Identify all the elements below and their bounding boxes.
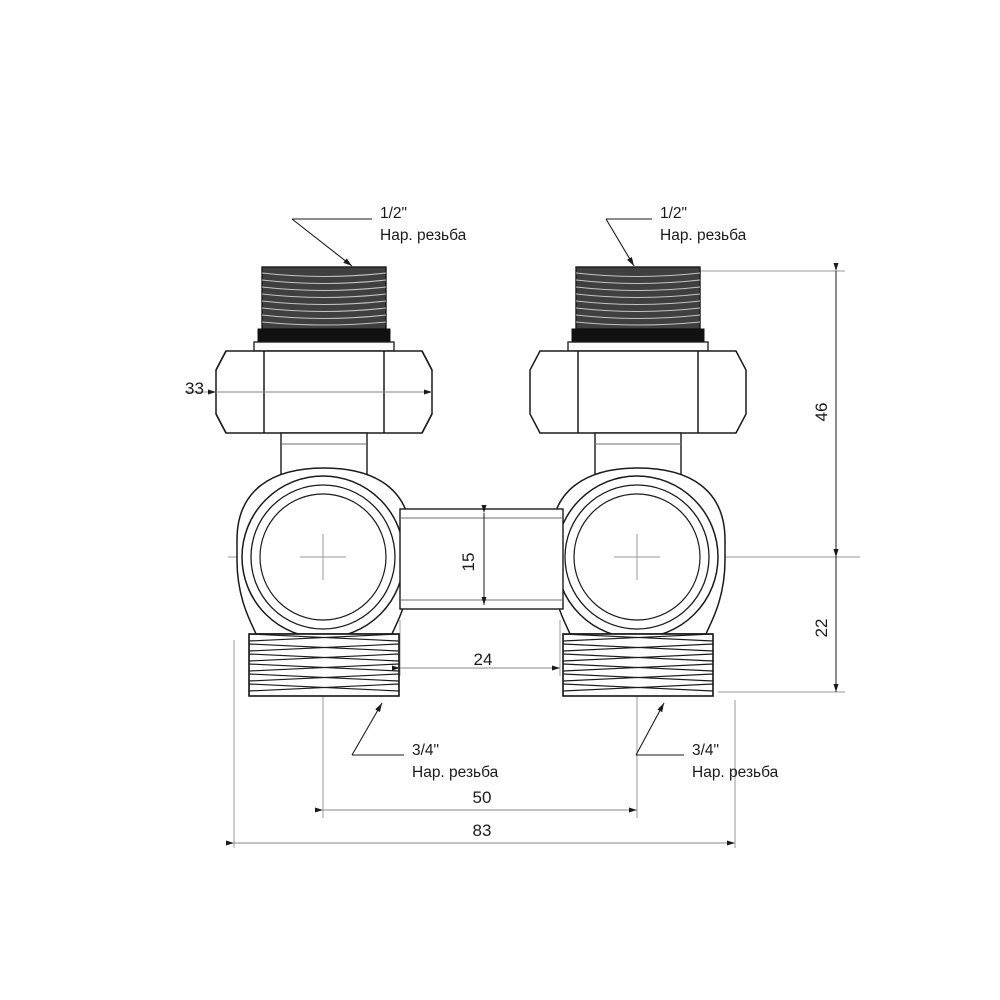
dimension-value-tube-height: 15 — [459, 553, 478, 572]
dimension-value-hex-width: 33 — [185, 379, 204, 398]
annotation-type-3: Нар. резьба — [692, 764, 779, 781]
right-valve-body — [550, 467, 726, 639]
annotation-type-0: Нар. резьба — [380, 227, 467, 244]
right-flange-plate — [567, 341, 709, 352]
connecting-tube — [399, 508, 564, 610]
dimension-value-gap-width: 24 — [474, 650, 493, 669]
annotation-size-1: 1/2" — [660, 205, 687, 222]
right-seal-washer — [571, 328, 705, 343]
right-valve-assembly — [529, 266, 747, 697]
left-lower-thread-spigot — [248, 633, 400, 697]
dimension-value-overall-height: 46 — [812, 403, 831, 422]
leader-lines — [291, 218, 684, 756]
left-seal-washer — [257, 328, 391, 343]
left-valve-body — [236, 467, 412, 639]
dimension-lines — [207, 262, 839, 846]
annotation-type-2: Нар. резьба — [412, 764, 499, 781]
right-lower-thread-spigot — [562, 633, 714, 697]
annotation-type-1: Нар. резьба — [660, 227, 747, 244]
annotation-size-2: 3/4" — [412, 742, 439, 759]
left-upper-thread-spigot — [253, 266, 395, 352]
left-flange-plate — [253, 341, 395, 352]
dimension-value-lower-height: 22 — [812, 619, 831, 638]
dimension-texts: 33 46 22 15 24 50 83 — [185, 379, 831, 840]
dimension-value-center-distance: 50 — [473, 788, 492, 807]
dimension-value-overall-width: 83 — [473, 821, 492, 840]
right-upper-thread-spigot — [567, 266, 709, 352]
right-hex-nut — [529, 350, 747, 434]
annotation-size-3: 3/4" — [692, 742, 719, 759]
annotation-size-0: 1/2" — [380, 205, 407, 222]
annotation-texts: 1/2" Нар. резьба 1/2" Нар. резьба 3/4" Н… — [380, 205, 779, 781]
